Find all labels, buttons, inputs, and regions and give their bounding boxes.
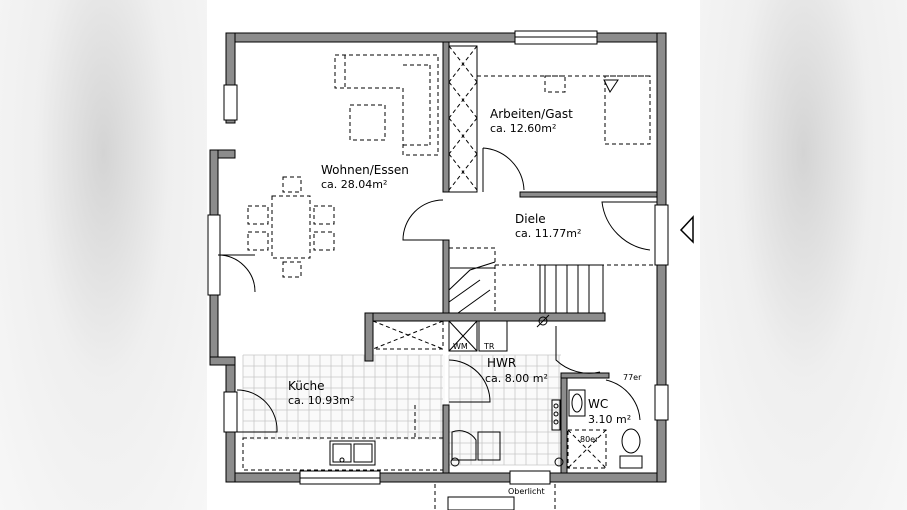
room-area-diele: ca. 11.77m² <box>515 227 581 240</box>
windows <box>207 30 669 485</box>
room-name-wc: WC <box>588 397 608 411</box>
interior-walls <box>364 41 658 474</box>
label-wm: WM <box>453 342 468 351</box>
room-name-wohnen: Wohnen/Essen <box>321 163 409 177</box>
room-area-wohnen: ca. 28.04m² <box>321 178 387 191</box>
floor-plan: Wohnen/Essen ca. 28.04m² Arbeiten/Gast c… <box>207 30 694 510</box>
coffee-table <box>349 104 386 141</box>
label-shower-size: 80er <box>580 435 599 444</box>
room-name-kueche: Küche <box>288 379 324 393</box>
room-area-wc: 3.10 m² <box>588 413 631 426</box>
wardrobe <box>448 45 478 193</box>
blurred-background-left <box>0 0 207 510</box>
hwr-sink <box>451 430 501 461</box>
doors <box>217 147 657 433</box>
skylight-outline <box>434 484 556 510</box>
room-area-kueche: ca. 10.93m² <box>288 394 354 407</box>
sofa <box>334 54 439 156</box>
pantry-cabinets <box>372 320 444 350</box>
room-name-diele: Diele <box>515 212 546 226</box>
washer-dryer <box>448 320 508 352</box>
room-area-hwr: ca. 8.00 m² <box>485 372 548 385</box>
toilet <box>619 428 643 469</box>
section-marker-icon <box>679 215 694 244</box>
blurred-background-right <box>700 0 907 510</box>
radiator <box>551 399 561 431</box>
room-name-hwr: HWR <box>487 356 516 370</box>
floor-plan-sheet: Wohnen/Essen ca. 28.04m² Arbeiten/Gast c… <box>207 0 700 510</box>
wc-sink <box>568 389 586 417</box>
dining-table <box>247 176 335 278</box>
guest-bed <box>477 75 651 145</box>
label-door-width: 77er <box>623 373 642 382</box>
kitchen-counter <box>242 405 444 471</box>
staircase <box>448 247 657 314</box>
shower <box>567 429 607 469</box>
room-area-arbeiten: ca. 12.60m² <box>490 122 556 135</box>
label-tr: TR <box>483 342 495 351</box>
room-name-arbeiten: Arbeiten/Gast <box>490 107 573 121</box>
light-switch-symbols <box>450 314 564 467</box>
label-skylight: Oberlicht <box>508 487 545 496</box>
hwr-tile-floor <box>448 354 561 466</box>
